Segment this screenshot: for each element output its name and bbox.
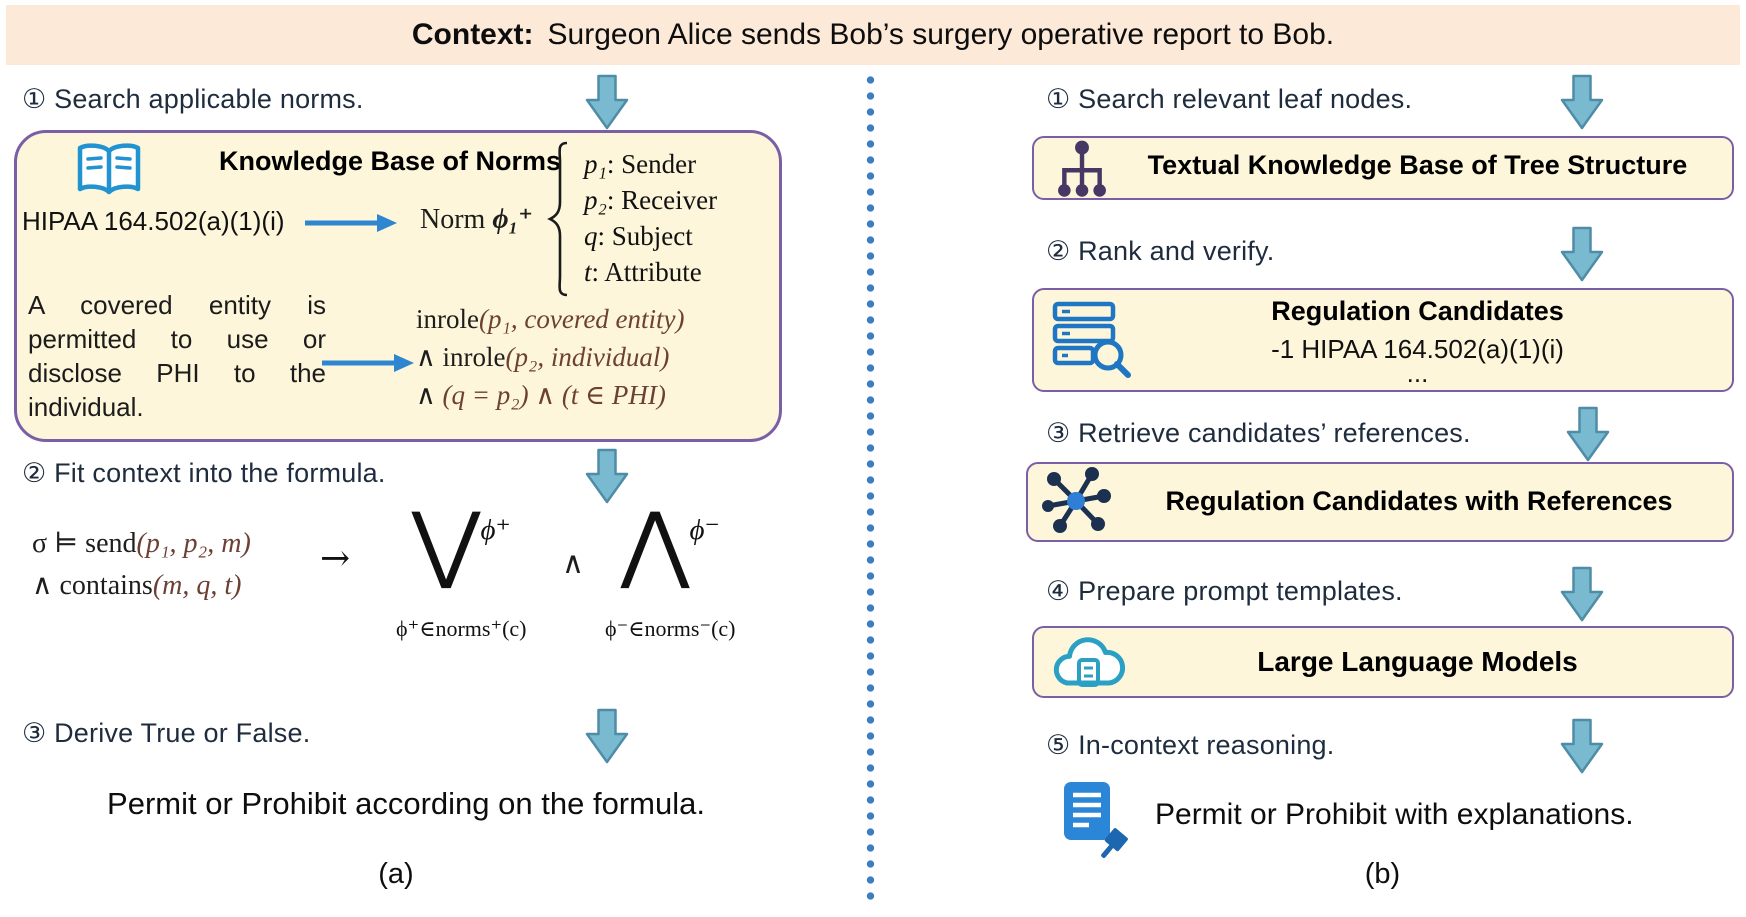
norms-kb-box	[14, 130, 782, 442]
big-and-operator: ⋀ ϕ⁻ ϕ⁻∈norms⁻(c)	[605, 494, 736, 642]
param-line: p₁: Sender	[584, 146, 717, 182]
operator-superscript: ϕ⁺	[480, 514, 511, 546]
down-arrow-icon	[1560, 718, 1604, 774]
formula-line: ∧ inrole(p₂, individual)	[416, 338, 685, 376]
regulation-candidates-box	[1032, 288, 1734, 392]
big-or-operator: ⋁ ϕ⁺ ϕ⁺∈norms⁺(c)	[396, 494, 527, 642]
down-arrow-icon	[585, 708, 629, 764]
dotted-divider	[866, 72, 875, 908]
formula-args: (p₁, p₂, m)	[136, 528, 251, 559]
param-label: : Sender	[606, 149, 697, 179]
implies-arrow: →	[320, 538, 351, 579]
right-result: Permit or Prohibit with explanations.	[1155, 798, 1634, 831]
formula-args: (q = p₂) ∧ (t ∈ PHI)	[442, 380, 666, 410]
cloud-server-icon	[1053, 637, 1126, 687]
left-step-3: ③ Derive True or False.	[22, 718, 311, 748]
candidates-references-box	[1026, 462, 1734, 542]
right-step-2: ② Rank and verify.	[1046, 236, 1275, 266]
param-label: : Attribute	[591, 257, 702, 287]
candidates-references-label: Regulation Candidates with References	[1165, 486, 1673, 516]
operator-subscript: ϕ⁻∈norms⁻(c)	[605, 616, 736, 641]
caption-a: (a)	[378, 858, 414, 890]
tree-kb-box	[1032, 136, 1734, 200]
context-banner: Context: Surgeon Alice sends Bob’s surge…	[6, 5, 1740, 65]
down-arrow-icon	[1560, 566, 1604, 622]
param-var: p₂	[584, 185, 607, 215]
regulation-candidates-title: Regulation Candidates	[1271, 296, 1564, 326]
right-step-1: ① Search relevant leaf nodes.	[1046, 84, 1413, 114]
norm-parameters: p₁: Sender p₂: Receiver q: Subject t: At…	[584, 146, 717, 290]
formula-args: (p₁, covered entity)	[478, 304, 685, 334]
param-var: t	[584, 257, 592, 287]
right-step-5: ⑤ In-context reasoning.	[1046, 730, 1335, 760]
param-label: : Subject	[597, 221, 693, 251]
book-icon	[77, 143, 141, 195]
context-formula-line1: σ ⊨ send(p₁, p₂, m)	[32, 526, 251, 560]
norm-word: Norm	[420, 204, 486, 235]
operator-row: ⋁ ϕ⁺	[411, 494, 511, 592]
context-formula-line2: ∧ contains(m, q, t)	[32, 568, 241, 602]
llm-label: Large Language Models	[1257, 646, 1578, 677]
param-var: p₁	[584, 149, 607, 179]
formula-fn: ∧ contains	[32, 570, 153, 601]
left-result: Permit or Prohibit according on the form…	[107, 786, 705, 821]
document-gavel-icon	[1064, 782, 1128, 858]
left-step-1: ① Search applicable norms.	[22, 84, 364, 114]
down-arrow-icon	[1560, 74, 1604, 130]
context-label: Context:	[411, 18, 534, 51]
operator-superscript: ϕ⁻	[689, 514, 720, 546]
right-step-3: ③ Retrieve candidates’ references.	[1046, 418, 1471, 448]
param-line: t: Attribute	[584, 254, 717, 290]
context-text: Surgeon Alice sends Bob’s surgery operat…	[547, 18, 1335, 51]
arrow-right-icon	[305, 214, 397, 232]
down-arrow-icon	[585, 448, 629, 504]
candidate-item: -1 HIPAA 164.502(a)(1)(i)	[1271, 334, 1564, 364]
right-step-4: ④ Prepare prompt templates.	[1046, 576, 1403, 606]
param-var: q	[584, 221, 598, 251]
kb-title: Knowledge Base of Norms	[218, 146, 562, 176]
formula-fn: σ ⊨ send	[32, 528, 137, 559]
down-arrow-icon	[1560, 226, 1604, 282]
candidate-ellipsis: ...	[1406, 358, 1429, 388]
arrow-right-icon	[322, 354, 414, 372]
llm-box	[1032, 626, 1734, 698]
conjunction-symbol: ∧	[562, 547, 584, 580]
formula-args: (p₂, individual)	[505, 342, 670, 372]
formula-fn: inrole	[416, 304, 479, 334]
database-search-icon	[1052, 301, 1131, 378]
big-wedge-symbol: ⋀	[620, 494, 690, 592]
norm-natural-language: A covered entity is permitted to use or …	[28, 290, 326, 422]
formula-line: ∧ (q = p₂) ∧ (t ∈ PHI)	[416, 376, 685, 414]
formula-fn: ∧ inrole	[416, 342, 506, 372]
tree-icon	[1058, 140, 1106, 197]
operator-row: ⋀ ϕ⁻	[620, 494, 720, 592]
formula-fn: ∧	[416, 380, 443, 410]
down-arrow-icon	[585, 74, 629, 130]
formula-args: (m, q, t)	[152, 570, 242, 601]
norm-label: Norm ϕ₁⁺	[420, 202, 533, 236]
big-vee-symbol: ⋁	[411, 494, 481, 592]
tree-kb-label: Textual Knowledge Base of Tree Structure	[1147, 150, 1688, 180]
formula-line: inrole(p₁, covered entity)	[416, 300, 685, 338]
brace-icon	[547, 141, 568, 297]
hipaa-reference: HIPAA 164.502(a)(1)(i)	[22, 206, 285, 236]
down-arrow-icon	[1566, 406, 1610, 462]
param-line: q: Subject	[584, 218, 717, 254]
network-icon	[1042, 467, 1111, 533]
norm-formula: inrole(p₁, covered entity) ∧ inrole(p₂, …	[416, 300, 685, 414]
param-label: : Receiver	[606, 185, 718, 215]
left-step-2: ② Fit context into the formula.	[22, 458, 386, 488]
operator-subscript: ϕ⁺∈norms⁺(c)	[396, 616, 527, 641]
norm-symbol: ϕ₁⁺	[492, 204, 534, 235]
caption-b: (b)	[1364, 858, 1401, 890]
param-line: p₂: Receiver	[584, 182, 717, 218]
